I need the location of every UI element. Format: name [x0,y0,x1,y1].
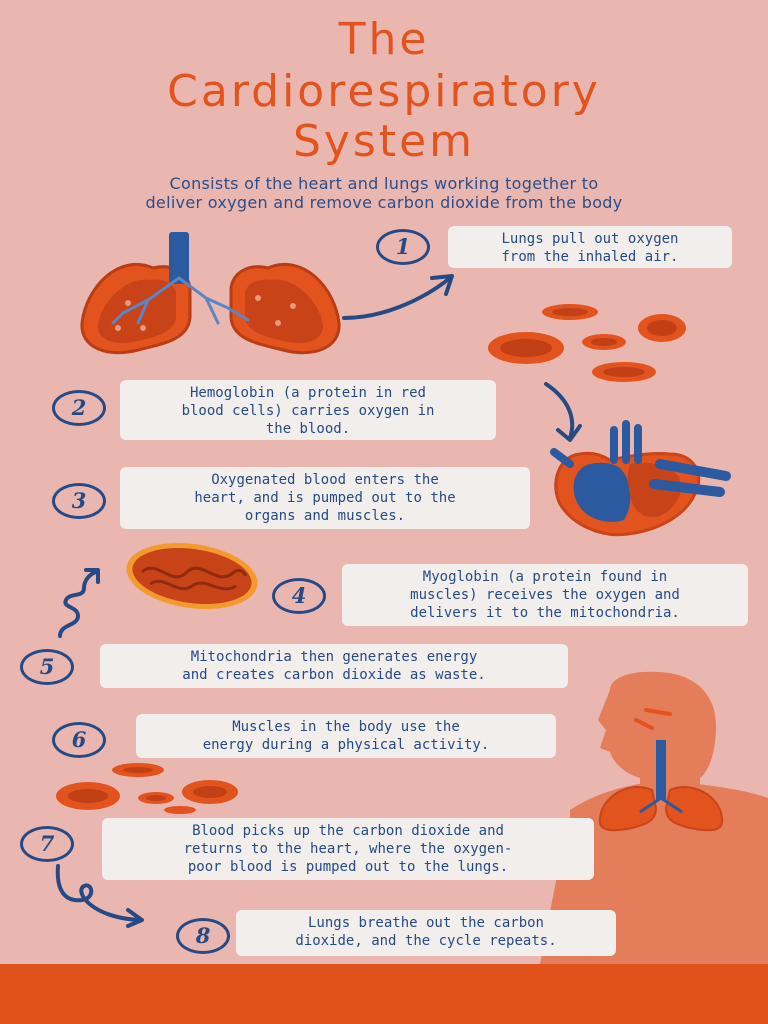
step-1-line-1: Lungs pull out oxygen [501,231,679,247]
arrow-step-7-to-8 [55,864,144,928]
small-blood-cells [56,763,238,814]
step-6-text: Muscles in the body use the energy durin… [136,714,556,758]
step-8-line-1: Lungs breathe out the carbon [307,915,544,931]
step-8-text: Lungs breathe out the carbon dioxide, an… [236,910,616,956]
arrow-cells-to-heart [544,382,582,442]
step-5-line-1: Mitochondria then generates energy [190,649,478,665]
step-number-7: 7 [20,826,74,862]
title-line-3: System [292,116,476,167]
step-1-text: Lungs pull out oxygen from the inhaled a… [448,226,732,268]
step-7-line-3: poor blood is pumped out to the lungs. [187,859,509,875]
step-2-line-2: blood cells) carries oxygen in [181,403,435,419]
step-6-line-1: Muscles in the body use the [232,719,460,735]
lungs-illustration [80,232,341,355]
step-3-line-3: organs and muscles. [244,508,406,524]
step-2-line-3: the blood. [265,421,351,437]
step-8-line-2: dioxide, and the cycle repeats. [295,933,557,949]
step-3-text: Oxygenated blood enters the heart, and i… [120,467,530,529]
step-number-1: 1 [376,229,430,265]
step-3-line-2: heart, and is pumped out to the [194,490,456,506]
step-3-line-1: Oxygenated blood enters the [211,472,439,488]
curly-arrow-to-mitochondria [58,568,100,638]
step-6-line-2: energy during a physical activity. [202,737,490,753]
title-line-1: The [338,14,430,65]
step-number-4: 4 [272,578,326,614]
step-2-line-1: Hemoglobin (a protein in red [189,385,426,401]
step-number-6: 6 [52,722,106,758]
subtitle-line-2: deliver oxygen and remove carbon dioxide… [145,193,623,212]
step-number-3: 3 [52,483,106,519]
step-4-line-3: delivers it to the mitochondria. [410,605,680,621]
step-number-2: 2 [52,390,106,426]
step-4-line-2: muscles) receives the oxygen and [410,587,680,603]
step-number-8: 8 [176,918,230,954]
step-4-line-1: Myoglobin (a protein found in [422,569,668,585]
step-5-text: Mitochondria then generates energy and c… [100,644,568,688]
step-4-text: Myoglobin (a protein found in muscles) r… [342,564,748,626]
step-5-line-2: and creates carbon dioxide as waste. [182,667,486,683]
step-number-5: 5 [20,649,74,685]
footer-bar [0,964,768,1024]
arrow-lungs-to-step-1 [342,274,454,320]
step-7-line-1: Blood picks up the carbon dioxide and [192,823,504,839]
red-blood-cells [488,304,686,382]
step-7-line-2: returns to the heart, where the oxygen- [183,841,513,857]
subtitle-line-1: Consists of the heart and lungs working … [169,174,599,193]
step-7-text: Blood picks up the carbon dioxide and re… [102,818,594,880]
subtitle: Consists of the heart and lungs working … [20,174,748,212]
title-line-2: Cardiorespiratory [167,66,601,117]
mitochondria-illustration [126,543,258,609]
heart-illustration [550,420,731,537]
step-1-line-2: from the inhaled air. [501,249,679,265]
step-2-text: Hemoglobin (a protein in red blood cells… [120,380,496,440]
